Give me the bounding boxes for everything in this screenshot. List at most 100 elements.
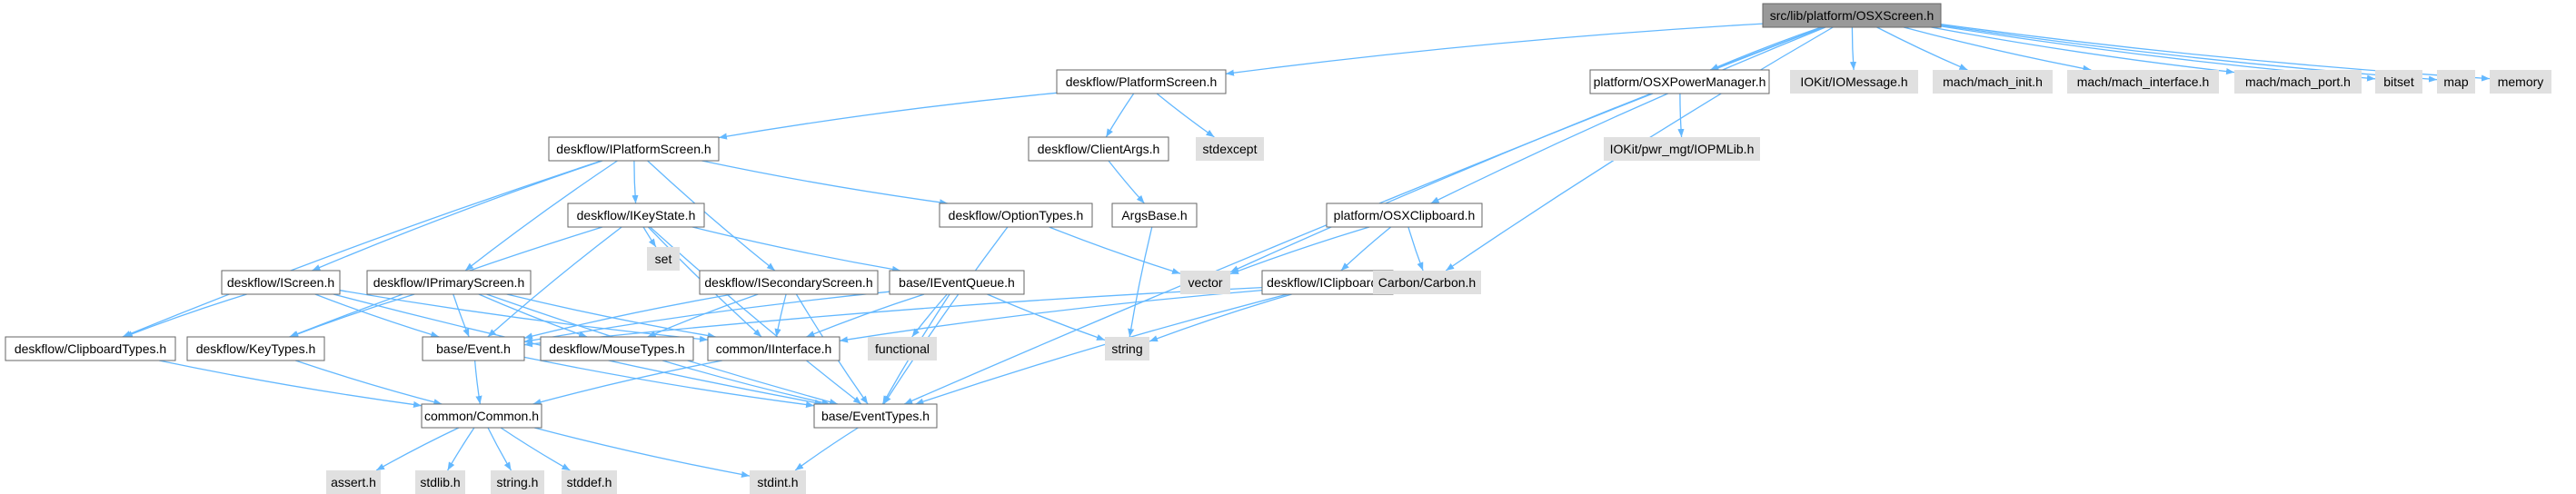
node-assert: assert.h [326, 470, 381, 494]
edge-ikeystate-to-ieventqueue [691, 226, 901, 273]
node-label-ikeystate: deskflow/IKeyState.h [577, 208, 696, 222]
node-label-platformscreen: deskflow/PlatformScreen.h [1066, 74, 1218, 89]
node-box-ieventqueue [889, 270, 1025, 295]
node-label-osxclipboard: platform/OSXClipboard.h [1334, 208, 1476, 222]
edge-iplatformscreen-to-clipboardtypes [122, 160, 602, 338]
edge-iprimaryscreen-to-keytypes [290, 293, 415, 338]
edge-ieventqueue-to-string [987, 293, 1106, 341]
node-box-carbon [1373, 271, 1481, 294]
edge-optiontypes-to-vector [1049, 226, 1181, 274]
node-osxclipboard[interactable]: platform/OSXClipboard.h [1326, 203, 1483, 228]
edge-common-to-stringh [487, 427, 512, 471]
node-mousetypes[interactable]: deskflow/MouseTypes.h [540, 336, 694, 361]
node-iplatformscreen[interactable]: deskflow/IPlatformScreen.h [548, 136, 720, 162]
node-iprimaryscreen[interactable]: deskflow/IPrimaryScreen.h [366, 270, 532, 295]
node-box-bitset [2375, 70, 2422, 94]
node-label-clientargs: deskflow/ClientArgs.h [1038, 142, 1160, 156]
node-box-argsbase [1111, 203, 1198, 228]
edge-iprimaryscreen-to-mousetypes [478, 293, 588, 338]
node-isecondaryscreen[interactable]: deskflow/ISecondaryScreen.h [699, 270, 879, 295]
node-iinterface[interactable]: common/IInterface.h [707, 336, 840, 361]
node-box-eventtypes [813, 403, 938, 429]
node-box-osxpower [1589, 69, 1770, 94]
edge-clipboardtypes-to-common [158, 360, 423, 409]
node-label-mach_port: mach/mach_port.h [2245, 74, 2351, 89]
node-label-common: common/Common.h [424, 409, 539, 423]
node-label-mach_interface: mach/mach_interface.h [2077, 74, 2210, 89]
edge-common-to-assert [375, 427, 460, 471]
edge-eventtypes-to-stdint [794, 427, 859, 471]
edge-event-to-eventtypes [523, 356, 815, 409]
edge-platformscreen-to-stdexcept [1156, 93, 1215, 138]
edge-iclipboard-to-string [1149, 293, 1292, 342]
node-iscreen[interactable]: deskflow/IScreen.h [221, 270, 341, 295]
edge-osxclipboard-to-vector [1229, 226, 1370, 275]
edge-iscreen-to-iinterface [339, 290, 709, 342]
node-box-optiontypes [939, 203, 1093, 228]
node-label-isecondaryscreen: deskflow/ISecondaryScreen.h [704, 275, 872, 290]
node-box-mousetypes [540, 336, 694, 361]
edge-root-to-platformscreen [1225, 23, 1764, 76]
node-osxpower[interactable]: platform/OSXPowerManager.h [1589, 69, 1770, 94]
edge-iplatformscreen-to-iscreen [312, 160, 603, 272]
node-label-ieventqueue: base/IEventQueue.h [899, 275, 1015, 290]
node-box-platformscreen [1056, 69, 1227, 94]
node-layer: src/lib/platform/OSXScreen.h deskflow/Pla… [5, 3, 2551, 494]
node-box-iomessage [1790, 70, 1918, 94]
node-iclipboard[interactable]: deskflow/IClipboard.h [1261, 270, 1394, 295]
edge-event-to-common [473, 360, 482, 405]
node-box-iclipboard [1261, 270, 1394, 295]
node-label-keytypes: deskflow/KeyTypes.h [196, 341, 316, 356]
node-box-iscreen [221, 270, 341, 295]
node-bitset: bitset [2375, 70, 2422, 94]
node-clipboardtypes[interactable]: deskflow/ClipboardTypes.h [5, 336, 176, 361]
node-keytypes[interactable]: deskflow/KeyTypes.h [186, 336, 325, 361]
node-label-vector: vector [1188, 275, 1222, 290]
node-box-mach_init [1933, 70, 2053, 94]
node-map: map [2437, 70, 2475, 94]
node-box-assert [326, 470, 381, 494]
node-box-iopmlib [1604, 137, 1760, 161]
node-common[interactable]: common/Common.h [421, 403, 542, 429]
node-ieventqueue[interactable]: base/IEventQueue.h [889, 270, 1025, 295]
node-label-iomessage: IOKit/IOMessage.h [1800, 74, 1907, 89]
node-box-stdlib [415, 470, 465, 494]
node-event[interactable]: base/Event.h [422, 336, 525, 361]
node-platformscreen[interactable]: deskflow/PlatformScreen.h [1056, 69, 1227, 94]
node-vector: vector [1180, 271, 1230, 294]
node-stdexcept: stdexcept [1196, 137, 1264, 161]
edge-argsbase-to-string [1128, 226, 1153, 338]
node-box-ikeystate [567, 203, 705, 228]
node-label-event: base/Event.h [436, 341, 511, 356]
edge-ikeystate-to-set [642, 226, 657, 248]
node-label-osxpower: platform/OSXPowerManager.h [1594, 74, 1766, 89]
node-box-map [2437, 70, 2475, 94]
edge-platformscreen-to-iplatformscreen [718, 92, 1058, 140]
node-root[interactable]: src/lib/platform/OSXScreen.h [1762, 3, 1942, 28]
edge-osxpower-to-iopmlib [1677, 93, 1685, 138]
node-label-iprimaryscreen: deskflow/IPrimaryScreen.h [373, 275, 525, 290]
node-box-common [421, 403, 542, 429]
node-argsbase[interactable]: ArgsBase.h [1111, 203, 1198, 228]
edge-common-to-stdint [533, 427, 751, 478]
node-label-functional: functional [875, 341, 930, 356]
node-clientargs[interactable]: deskflow/ClientArgs.h [1028, 136, 1169, 162]
node-eventtypes[interactable]: base/EventTypes.h [813, 403, 938, 429]
node-box-stdexcept [1196, 137, 1264, 161]
edge-iprimaryscreen-to-event [453, 293, 470, 338]
node-box-iprimaryscreen [366, 270, 532, 295]
node-stringh: string.h [491, 470, 544, 494]
node-label-stdlib: stdlib.h [420, 475, 460, 489]
node-box-osxclipboard [1326, 203, 1483, 228]
node-label-stringh: string.h [497, 475, 539, 489]
node-label-memory: memory [2498, 74, 2544, 89]
node-label-iscreen: deskflow/IScreen.h [227, 275, 334, 290]
node-iopmlib: IOKit/pwr_mgt/IOPMLib.h [1604, 137, 1760, 161]
edge-isecondaryscreen-to-mousetypes [647, 293, 759, 338]
node-label-stdexcept: stdexcept [1203, 142, 1258, 156]
node-ikeystate[interactable]: deskflow/IKeyState.h [567, 203, 705, 228]
node-memory: memory [2490, 70, 2551, 94]
edge-clientargs-to-argsbase [1108, 160, 1145, 204]
node-optiontypes[interactable]: deskflow/OptionTypes.h [939, 203, 1093, 228]
node-stdlib: stdlib.h [415, 470, 465, 494]
